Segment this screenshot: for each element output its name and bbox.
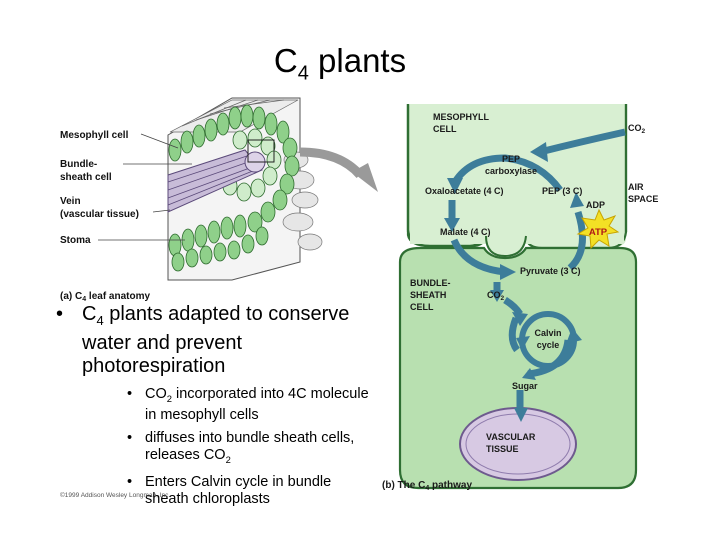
leaf-figure-caption: (a) C4 leaf anatomy [60, 291, 150, 303]
co2-label-bundle: CO2 [487, 290, 505, 302]
pyruvate-label: Pyruvate (3 C) [520, 266, 581, 276]
title-rest: plants [308, 42, 407, 79]
bullet-list: • C4 plants adapted to conserve water an… [56, 303, 376, 514]
sub-bullet-list: • CO2 incorporated into 4C molecule in m… [56, 386, 376, 508]
label-sheath-cell: sheath cell [60, 172, 112, 183]
bullet-dot: • [56, 303, 64, 325]
calvin-label-1: Calvin [534, 328, 561, 338]
sub-bullet: • Enters Calvin cycle in bundle sheath c… [127, 473, 332, 507]
vascular-tissue-label-1: VASCULAR [486, 432, 536, 442]
adp-label: ADP [586, 200, 605, 210]
main-bullet: • C4 plants adapted to conserve water an… [56, 303, 350, 377]
title-subscript: 4 [297, 62, 309, 85]
sugar-label: Sugar [512, 381, 538, 391]
label-mesophyll-cell: Mesophyll cell [60, 130, 129, 141]
oxaloacetate-label: Oxaloacetate (4 C) [425, 186, 504, 196]
pep-carboxylase-label-1: PEP [502, 154, 520, 164]
atp-label: ATP [589, 227, 608, 238]
bundle-sheath-label-1: BUNDLE- [410, 278, 451, 288]
label-vascular-tissue: (vascular tissue) [60, 209, 139, 220]
slide-title: C4 plants [0, 42, 680, 86]
sub-bullet: • CO2 incorporated into 4C molecule in m… [127, 386, 369, 423]
mesophyll-cell-label-1: MESOPHYLL [433, 112, 490, 122]
pep-label: PEP (3 C) [542, 186, 582, 196]
label-vein: Vein [60, 196, 81, 207]
calvin-label-2: cycle [537, 340, 560, 350]
label-stoma: Stoma [60, 235, 91, 246]
co2-label-top: CO2 [628, 123, 646, 135]
air-space-label-1: AIR [628, 182, 644, 192]
bundle-sheath-label-2: SHEATH [410, 290, 446, 300]
air-space-label-2: SPACE [628, 194, 658, 204]
sub-bullet: • diffuses into bundle sheath cells, rel… [127, 429, 355, 465]
malate-label: Malate (4 C) [440, 227, 491, 237]
vascular-tissue-label-2: TISSUE [486, 444, 519, 454]
bundle-sheath-label-3: CELL [410, 302, 434, 312]
label-bundle-sheath: Bundle- [60, 159, 97, 170]
pathway-caption: (b) The C4 pathway [382, 480, 472, 492]
copyright-notice: ©1999 Addison Wesley Longman, Inc. [60, 492, 171, 499]
mesophyll-cell-label-2: CELL [433, 124, 457, 134]
pep-carboxylase-label-2: carboxylase [485, 166, 537, 176]
title-text: C [273, 42, 298, 79]
